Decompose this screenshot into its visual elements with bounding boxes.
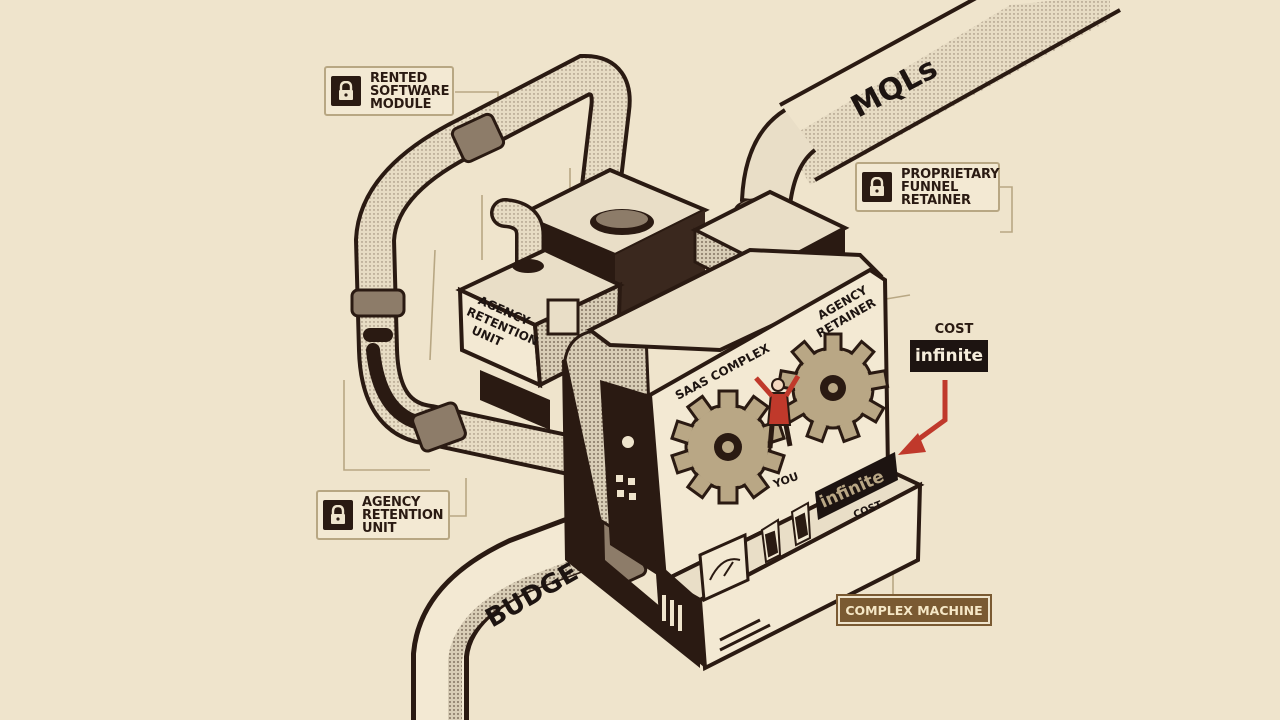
lock-icon	[862, 172, 892, 202]
pipe-collars	[350, 112, 506, 453]
deck-lines	[719, 618, 771, 662]
you-figure	[754, 374, 801, 449]
right-gear-icon	[776, 332, 890, 444]
left-gear-icon	[670, 389, 786, 505]
lock-icon	[331, 76, 361, 106]
lock-icon	[323, 500, 353, 530]
callout-agency-retention-unit: AGENCY RETENTION UNIT	[316, 490, 450, 540]
callout-label: RENTED SOFTWARE MODULE	[370, 70, 450, 112]
complex-machine-tag: COMPLEX MACHINE	[836, 594, 992, 626]
gauge-icon	[698, 532, 750, 603]
switch-icon	[760, 501, 812, 564]
red-arrow-icon	[898, 380, 948, 455]
cost-value-badge: infinite	[910, 340, 988, 372]
inner-hook-pipe	[490, 198, 545, 280]
callout-proprietary-funnel-retainer: PROPRIETARY FUNNEL RETAINER	[855, 162, 1000, 212]
callout-label: AGENCY RETENTION UNIT	[362, 494, 444, 536]
agency-retention-box	[455, 247, 625, 430]
cost-label: COST	[934, 322, 974, 337]
callout-label: PROPRIETARY FUNNEL RETAINER	[901, 166, 1000, 208]
mqls-pipe	[734, 0, 1121, 223]
callout-rented-software-module: RENTED SOFTWARE MODULE	[324, 66, 454, 116]
